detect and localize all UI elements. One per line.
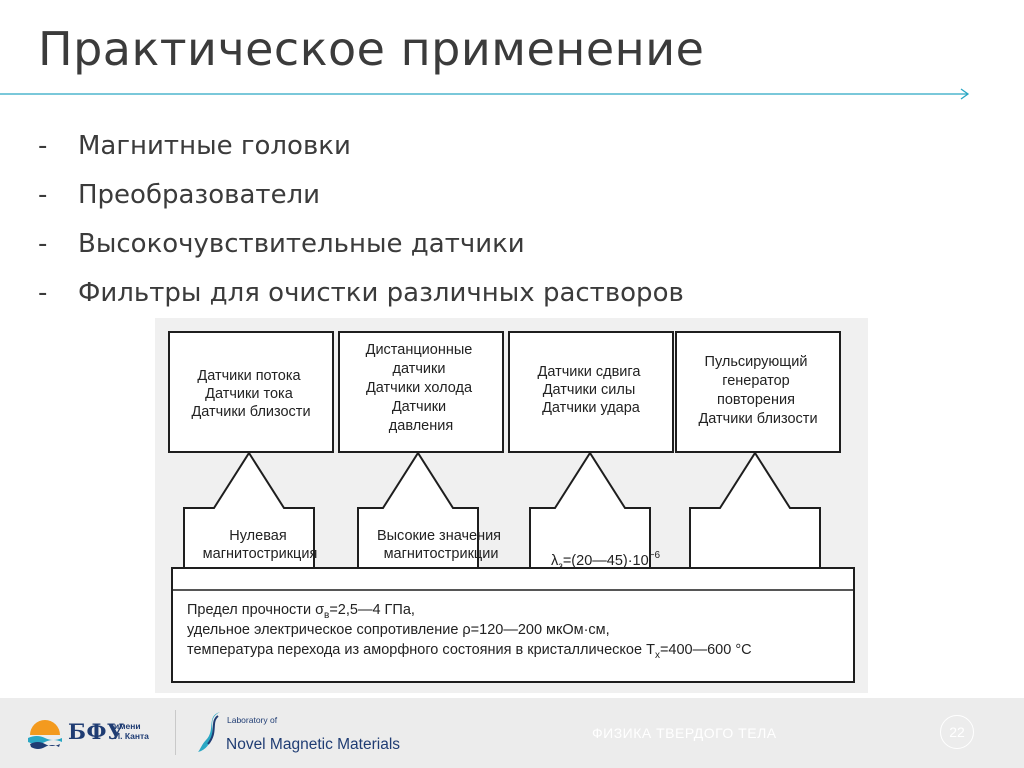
zero-magnetostriction-label: Нулевая магнитострикция [203,528,318,562]
bullet-dash: - [38,131,48,161]
diagram-arrow-2 [357,451,479,568]
bullet-dash: - [38,278,48,308]
footer-divider [175,710,176,755]
bullet-item: -Фильтры для очистки различных растворов [38,271,684,320]
box1-line: Датчики близости [191,404,310,420]
bottom-line-strength: Предел прочности σв=2,5—4 ГПа, [187,602,415,621]
middle-label-line: Высокие значения [377,528,501,544]
lambda-subscript: з [558,561,563,572]
lab-caption-line: Laboratory of [227,715,278,725]
transition-subscript: x [655,650,660,661]
bullet-text: Высокочувствительные датчики [78,229,525,259]
bullet-dash: - [38,180,48,210]
bfu-name: БФУ [68,719,125,744]
lambda-formula: λз=(20—45)·10−6 [551,550,661,572]
box3-line: Датчики удара [542,400,641,416]
bfu-subtitle-line: И. Канта [114,731,149,741]
diagram-base-box [171,567,855,683]
box1-line: Датчики тока [205,386,294,402]
high-magnetostriction-label: Высокие значения магнитострикции [377,528,505,562]
middle-label-line: магнитострикции [384,546,499,562]
bullet-item: -Высокочувствительные датчики [38,222,684,271]
bullet-text: Магнитные головки [78,131,351,161]
lab-caption: Laboratory of [227,716,287,725]
box3-line: Датчики силы [543,382,636,398]
box1-line: Датчики потока [197,368,301,384]
lab-logo: Laboratory of Novel Magnetic Materials [196,710,416,758]
bfu-subtitle: имени И. Канта [114,721,174,741]
page-number-badge: 22 [940,715,974,749]
slide-footer: БФУ имени И. Канта Laboratory of Novel M… [0,698,1024,768]
middle-label-line: магнитострикция [203,546,318,562]
box4-line: Пульсирующий [705,354,808,370]
title-underline-arrow [0,88,970,100]
strength-suffix: =2,5—4 ГПа, [329,602,415,618]
box2-line: датчики [393,361,446,377]
course-name: ФИЗИКА ТВЕРДОГО ТЕЛА [592,725,777,741]
diagram-box-shear-sensors [508,331,674,453]
bullet-text: Фильтры для очистки различных растворов [78,278,684,308]
diagram-svg: Датчики потока Датчики тока Датчики близ… [168,331,855,683]
slide-title: Практическое применение [38,22,705,76]
lab-emblem-icon [198,712,220,752]
box4-line: генератор [722,373,790,389]
diagram-box-remote-sensors [338,331,504,453]
bullet-dash: - [38,229,48,259]
middle-label-line: Нулевая [229,528,286,544]
lab-name: Novel Magnetic Materials [226,736,401,753]
box2-line: Дистанционные [366,342,473,358]
box3-line: Датчики сдвига [538,364,642,380]
lambda-symbol: λ [551,553,559,569]
box3-text: Датчики сдвига Датчики силы Датчики удар… [538,364,645,416]
box4-line: повторения [717,392,795,408]
strength-subscript: в [324,610,329,621]
box4-line: Датчики близости [698,411,817,427]
bfu-subtitle-line: имени [114,721,141,731]
diagram-box-flow-sensors [168,331,334,453]
box1-text: Датчики потока Датчики тока Датчики близ… [191,368,310,420]
box2-line: Датчики [392,399,446,415]
diagram-arrow-3 [529,451,651,568]
box2-text: Дистанционные датчики Датчики холода Дат… [366,342,477,434]
diagram-arrow-4 [689,451,821,568]
bullet-text: Преобразователи [78,180,321,210]
box4-text: Пульсирующий генератор повторения Датчик… [698,354,817,427]
transition-suffix: =400—600 °C [660,642,752,658]
box2-line: Датчики холода [366,380,473,396]
bullet-item: -Преобразователи [38,173,684,222]
bullet-item: -Магнитные головки [38,124,684,173]
transition-prefix: температура перехода из аморфного состоя… [187,642,655,658]
strength-prefix: Предел прочности σ [187,602,324,618]
diagram-box-pulse-generator [675,331,841,453]
bullet-list: -Магнитные головки -Преобразователи -Выс… [38,124,684,320]
diagram-arrow-1 [183,451,315,568]
box2-line: давления [389,418,453,434]
application-diagram: Датчики потока Датчики тока Датчики близ… [155,318,868,693]
lambda-exponent: −6 [649,550,661,561]
bfu-logo: БФУ имени И. Канта [25,713,175,755]
bottom-line-transition: температура перехода из аморфного состоя… [187,642,752,661]
bottom-line-resistivity: удельное электрическое сопротивление ρ=1… [187,622,610,638]
lambda-value: =(20—45)·10 [563,553,649,569]
bfu-emblem-icon [28,720,62,749]
